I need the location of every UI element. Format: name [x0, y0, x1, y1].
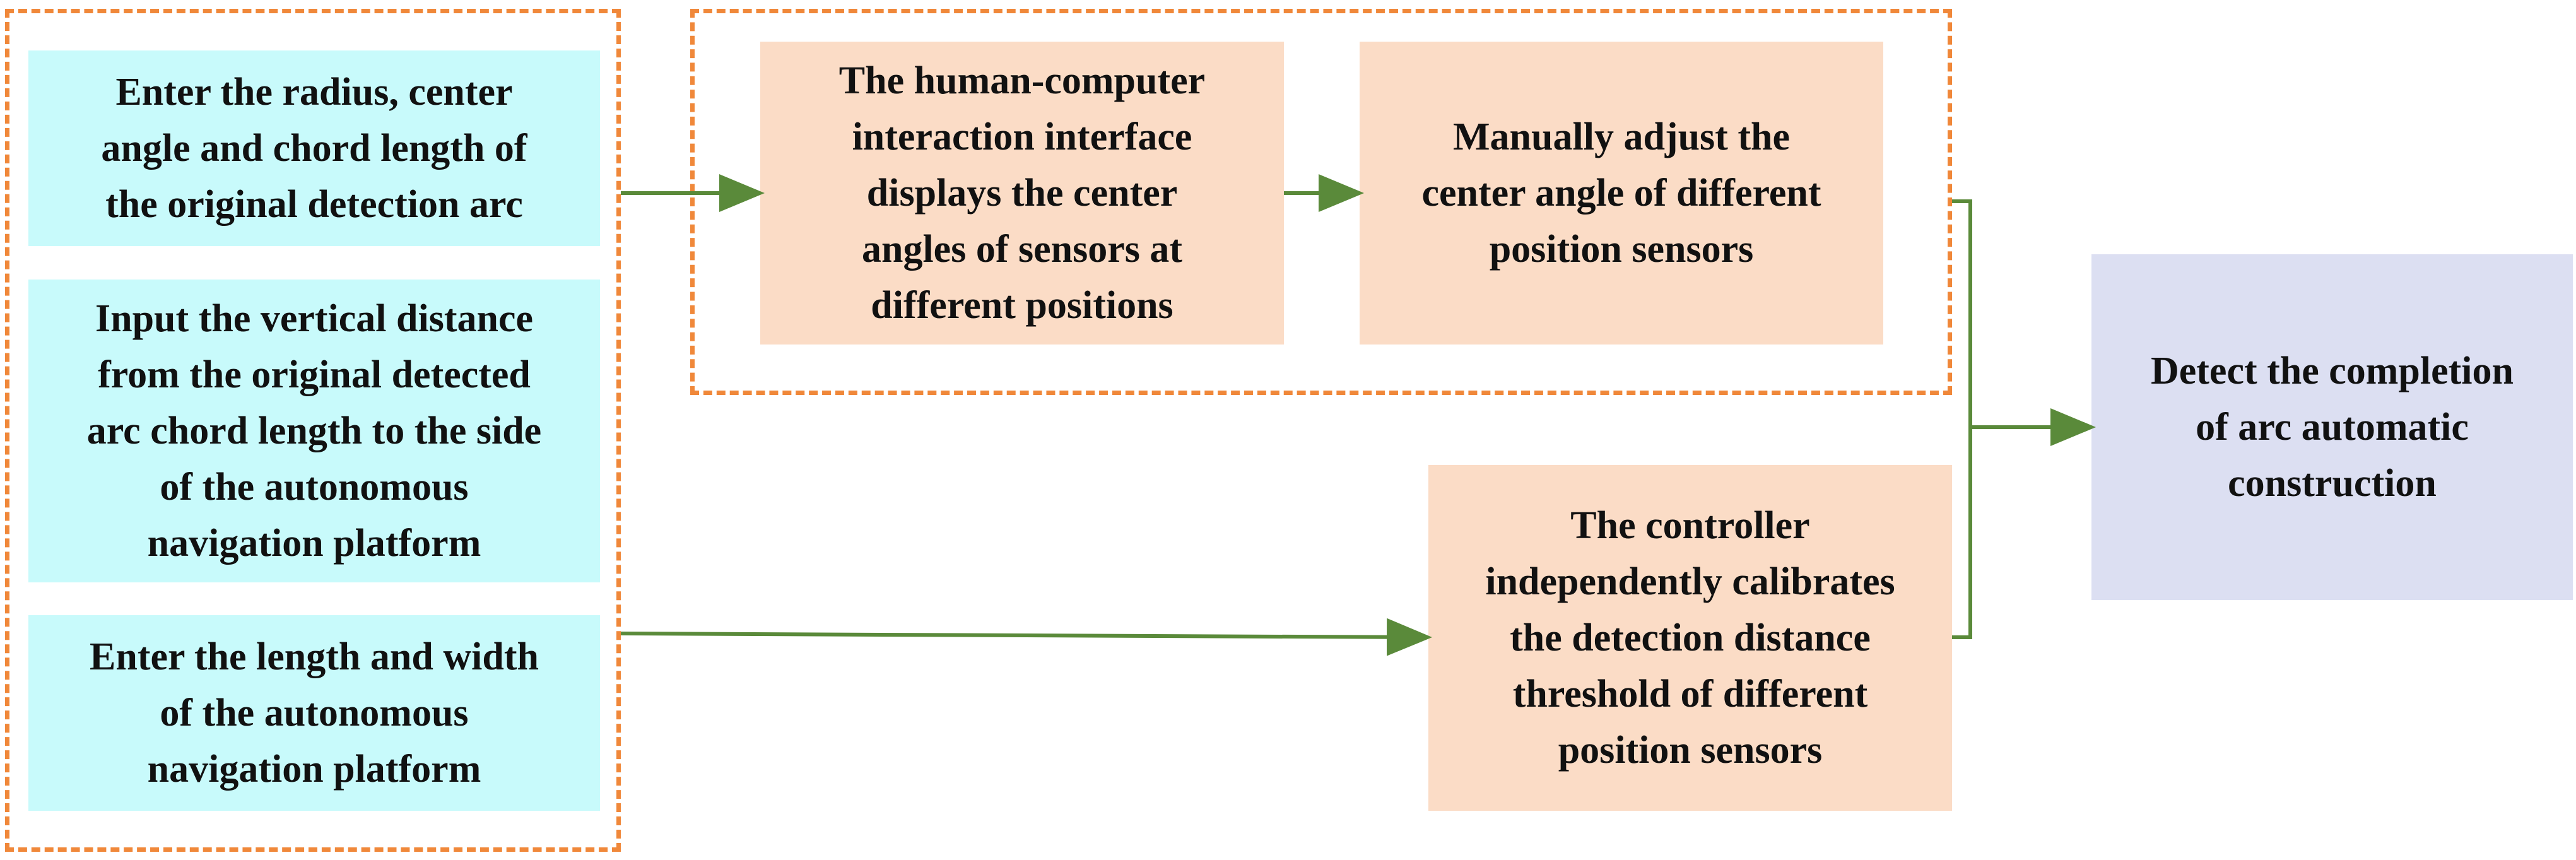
- input-arc-params-text: Enter the radius, center angle and chord…: [101, 70, 527, 226]
- connector-adjust-to-merge: [1952, 199, 1972, 639]
- interface-display-text: The human-computer interaction interface…: [838, 59, 1206, 327]
- interface-display-box: The human-computer interaction interface…: [760, 42, 1284, 345]
- adjust-angle-text: Manually adjust the center angle of diff…: [1421, 115, 1821, 271]
- arrow-input-to-controller: [620, 618, 1432, 656]
- controller-calibrate-text: The controller independently calibrates …: [1485, 504, 1895, 772]
- input-platform-size-box: Enter the length and width of the autono…: [28, 615, 600, 811]
- completion-text: Detect the completion of arc automatic c…: [2150, 349, 2514, 505]
- input-platform-size-text: Enter the length and width of the autono…: [90, 635, 539, 791]
- adjust-angle-box: Manually adjust the center angle of diff…: [1360, 42, 1883, 345]
- input-group-frame: [5, 9, 621, 852]
- input-arc-params-box: Enter the radius, center angle and chord…: [28, 50, 600, 246]
- input-vertical-distance-box: Input the vertical distance from the ori…: [28, 280, 600, 582]
- input-vertical-distance-text: Input the vertical distance from the ori…: [86, 297, 542, 565]
- controller-calibrate-box: The controller independently calibrates …: [1428, 465, 1952, 811]
- completion-box: Detect the completion of arc automatic c…: [2091, 254, 2573, 600]
- manual-group-frame: [690, 9, 1952, 395]
